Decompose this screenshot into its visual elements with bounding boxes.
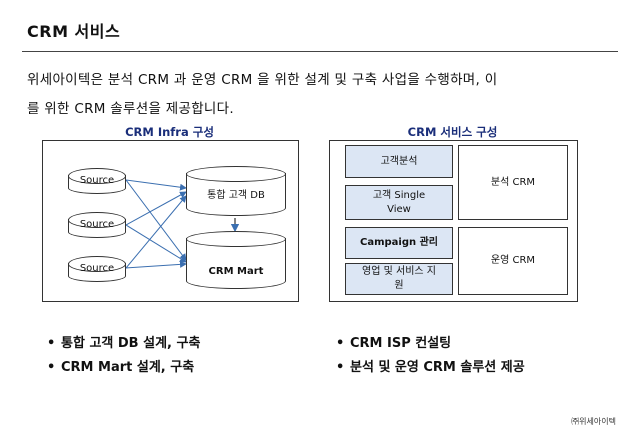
bullet-marker: • [47, 336, 56, 351]
campaign-box: Campaign 관리 [345, 227, 453, 259]
bullet-marker: • [336, 336, 345, 351]
arrow-source1-mart [125, 179, 187, 261]
source-cylinder-3: Source [68, 256, 126, 282]
customer-single-view-label: 고객 Single View [372, 189, 426, 215]
title-divider [22, 51, 618, 52]
bullet-left-1: • 통합 고객 DB 설계, 구축 [47, 332, 200, 351]
bullet-left-2: • CRM Mart 설계, 구축 [47, 356, 194, 375]
customer-single-view-box: 고객 Single View [345, 185, 453, 220]
bullet-right-1-text: CRM ISP 컨설팅 [350, 336, 452, 351]
crm-infra-title: CRM Infra 구성 [125, 125, 214, 139]
sales-service-box: 영업 및 서비스 지원 [345, 263, 453, 295]
source-cylinder-2: Source [68, 212, 126, 238]
intro-line-1: 위세아이텍은 분석 CRM 과 운영 CRM 을 위한 설계 및 구축 사업을 … [27, 72, 498, 88]
crm-mart-label: CRM Mart [208, 266, 264, 277]
sales-service-label: 영업 및 서비스 지원 [362, 266, 436, 291]
bullet-marker: • [47, 360, 56, 375]
arrow-source1-db [125, 179, 187, 191]
intro-text: 위세아이텍은 분석 CRM 과 운영 CRM 을 위한 설계 및 구축 사업을 … [27, 66, 617, 124]
analysis-crm-box: 분석 CRM [458, 145, 568, 220]
crm-mart-cylinder: CRM Mart [186, 231, 286, 289]
source-label-3: Source [79, 263, 115, 274]
arrow-source3-db [125, 195, 187, 269]
footer-company: ㈜위세아이텍 [571, 417, 616, 426]
bullet-right-1: • CRM ISP 컨설팅 [336, 332, 451, 351]
integrated-db-cylinder: 통합 고객 DB [186, 166, 286, 216]
bullet-right-2-text: 분석 및 운영 CRM 솔루션 제공 [350, 360, 525, 375]
arrow-source2-mart [125, 224, 187, 263]
arrow-source2-db [125, 191, 187, 226]
integrated-db-label: 통합 고객 DB [207, 190, 265, 201]
crm-service-title: CRM 서비스 구성 [407, 125, 498, 139]
bullet-left-1-text: 통합 고객 DB 설계, 구축 [61, 336, 201, 351]
bullet-marker: • [336, 360, 345, 375]
operation-crm-box: 운영 CRM [458, 227, 568, 295]
intro-line-2: 를 위한 CRM 솔루션을 제공합니다. [27, 101, 234, 117]
source-label-2: Source [79, 219, 115, 230]
bullet-right-2: • 분석 및 운영 CRM 솔루션 제공 [336, 356, 525, 375]
source-label-1: Source [79, 175, 115, 186]
page-title: CRM 서비스 [27, 22, 121, 41]
arrow-source3-mart [125, 260, 187, 269]
source-cylinder-1: Source [68, 168, 126, 194]
bullet-left-2-text: CRM Mart 설계, 구축 [61, 360, 195, 375]
customer-analysis-box: 고객분석 [345, 145, 453, 178]
